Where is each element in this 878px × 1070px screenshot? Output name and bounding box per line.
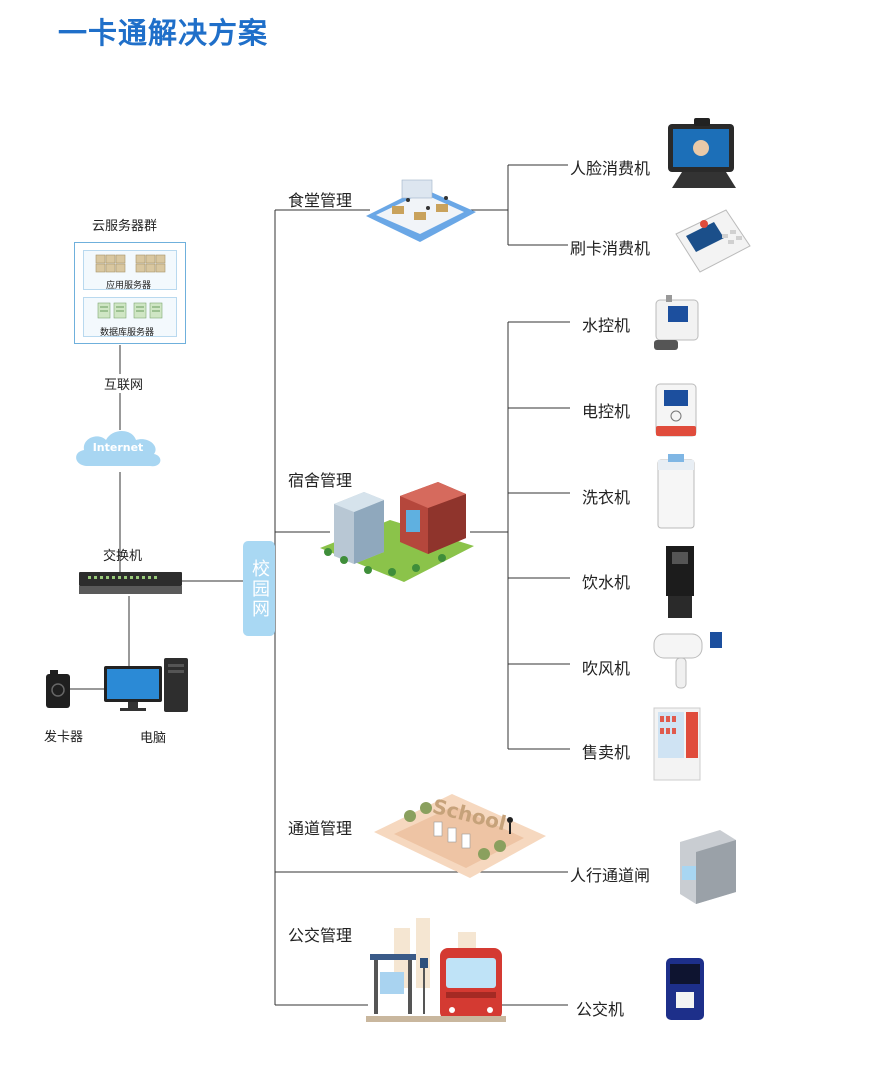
cloud-servers-label: 云服务器群: [92, 219, 158, 234]
vending-machine-icon: [653, 707, 701, 781]
vending-machine-label: 售卖机: [582, 743, 631, 762]
turnstile-gate-label: 人行通道闸: [570, 866, 651, 885]
bus-card-terminal-icon: [666, 958, 704, 1020]
switch-label: 交换机: [103, 549, 143, 564]
cloud-icon: [76, 431, 161, 467]
face-pay-terminal-icon: [668, 118, 736, 188]
app-server-group: 应用服务器: [83, 250, 177, 291]
hair-dryer-label: 吹风机: [582, 659, 631, 678]
switch-icon: [79, 572, 182, 594]
canteen-scene-icon: [366, 179, 476, 242]
power-controller-label: 电控机: [582, 402, 631, 421]
campus-network-hub: 校园网: [243, 541, 275, 636]
page-title: 一卡通解决方案: [58, 16, 269, 50]
drinking-fountain-label: 饮水机: [582, 573, 631, 592]
internet-label: 互联网: [102, 374, 146, 393]
app-servers-icon: [95, 254, 166, 273]
card-issuer-icon: [46, 670, 70, 708]
internet-cloud-text: Internet: [92, 441, 144, 454]
campus-network-label: 校园网: [249, 558, 270, 619]
card-issuer-label: 发卡器: [44, 730, 84, 745]
school-gate-scene-icon: [374, 794, 546, 878]
card-pay-label: 刷卡消费机: [570, 239, 651, 258]
db-server-group: 数据库服务器: [83, 297, 177, 338]
app-servers-label: 应用服务器: [106, 281, 152, 291]
washer-label: 洗衣机: [582, 488, 631, 507]
dorm-buildings-icon: [320, 482, 474, 582]
bus-management-label: 公交管理: [288, 926, 353, 945]
dorm-management-label: 宿舍管理: [288, 471, 353, 490]
water-controller-icon: [654, 295, 699, 350]
hair-dryer-icon: [653, 632, 722, 689]
face-pay-label: 人脸消费机: [570, 159, 651, 178]
db-servers-label: 数据库服务器: [100, 328, 155, 338]
db-servers-icon: [97, 302, 163, 319]
bus-stop-scene-icon: [366, 918, 506, 1022]
canteen-management-label: 食堂管理: [288, 191, 353, 210]
water-dispenser-icon: [666, 546, 694, 618]
water-controller-label: 水控机: [582, 316, 631, 335]
washing-machine-icon: [657, 454, 695, 529]
turnstile-gate-icon: [680, 830, 736, 904]
passage-management-label: 通道管理: [288, 819, 353, 838]
power-controller-icon: [655, 383, 697, 437]
bus-terminal-label: 公交机: [576, 1000, 625, 1019]
computer-icon: [104, 658, 188, 712]
computer-label: 电脑: [140, 731, 167, 746]
card-pay-terminal-icon: [675, 209, 751, 273]
server-cluster: 应用服务器 数据库服务器: [74, 242, 186, 344]
